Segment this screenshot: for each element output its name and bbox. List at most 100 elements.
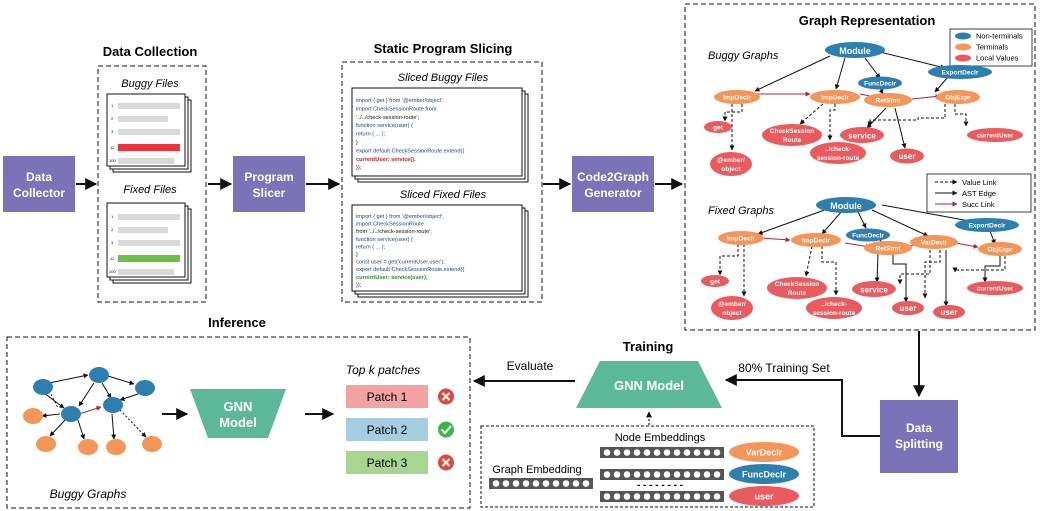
fixed-node-funcdecl <box>846 228 890 242</box>
svg-text:2: 2 <box>111 116 114 121</box>
fixed-node-ret <box>864 241 912 255</box>
buggy-node-checksess <box>810 142 866 164</box>
buggy-node-user <box>890 148 924 164</box>
svg-text:GNN: GNN <box>224 399 253 414</box>
evaluate-label: Evaluate <box>507 359 554 373</box>
embedding-ellipsis: - - - - - - - - <box>637 480 683 491</box>
svg-text:12: 12 <box>110 256 115 261</box>
sliced-buggy-title: Sliced Buggy Files <box>398 72 489 84</box>
patch-item: Patch 2 <box>346 418 454 441</box>
fixed-file-stack: 1 2 3 12 100 <box>106 202 192 284</box>
node-legend: Non-terminals Terminals Local Values <box>949 28 1033 67</box>
svg-text:user: user <box>900 304 917 313</box>
code-line: from '../../check-session-route'; <box>356 229 432 235</box>
svg-text:2: 2 <box>111 227 114 232</box>
code-line: export default CheckSessionRoute.extend(… <box>356 148 464 154</box>
svg-text:ImpDeclr: ImpDeclr <box>723 95 751 102</box>
svg-text:get: get <box>713 125 724 132</box>
svg-text:Slicer: Slicer <box>253 186 286 200</box>
code-line: }); <box>356 282 362 288</box>
buggy-file-stack: 1 2 3 12 100 <box>106 93 192 173</box>
embeddings-frame <box>480 425 815 508</box>
code-line: return { ... }; <box>356 244 386 250</box>
svg-text:../check-: ../check- <box>821 301 847 308</box>
svg-text:@ember/: @ember/ <box>717 157 745 164</box>
svg-text:Local Values: Local Values <box>976 54 1019 63</box>
code-line: '../../check-session-route'; <box>356 115 420 121</box>
svg-text:FuncDeclr: FuncDeclr <box>742 470 787 480</box>
inference-frame <box>6 336 471 509</box>
svg-text:ImpDeclr: ImpDeclr <box>821 95 849 102</box>
fixed-node-var <box>910 235 958 249</box>
code-line: export default CheckSessionRoute.extend(… <box>356 267 464 273</box>
buggy-graph-nodes: Module FuncDeclr ExportDeclr ImpDeclr Im… <box>704 42 1023 176</box>
svg-text:VarDeclr: VarDeclr <box>746 448 783 458</box>
svg-text:Collector: Collector <box>13 186 65 200</box>
fixed-node-imp2 <box>791 233 841 247</box>
patch-label: Patch 1 <box>367 390 408 404</box>
node-embedding-vector <box>600 447 724 458</box>
svg-text:CheckSession: CheckSession <box>775 281 819 288</box>
patch-item: Patch 1 <box>346 385 454 408</box>
static-slicing-frame <box>341 61 543 303</box>
svg-text:ObjExpr: ObjExpr <box>945 95 971 102</box>
svg-text:ObjExpr: ObjExpr <box>987 247 1013 254</box>
sliced-fixed-title: Sliced Fixed Files <box>400 189 487 201</box>
svg-text:CheckSession: CheckSession <box>770 128 814 135</box>
check-icon <box>438 421 454 438</box>
buggy-graph-edges <box>722 51 969 151</box>
data-collector-box: Data Collector <box>3 156 75 212</box>
graph-representation-frame <box>684 3 1036 331</box>
code-line: import { get } from '@ember/object'; <box>356 214 444 220</box>
code-line: import CheckSessionRoute from <box>356 106 437 112</box>
svg-text:ExportDeclr: ExportDeclr <box>969 223 1006 230</box>
svg-text:Route: Route <box>783 137 802 144</box>
code-line: currentUser: service(user), <box>356 275 428 281</box>
svg-text:ExportDeclr: ExportDeclr <box>942 70 979 77</box>
svg-text:1: 1 <box>111 214 114 219</box>
svg-text:session-route: session-route <box>813 310 856 317</box>
svg-text:@ember/: @ember/ <box>718 301 746 308</box>
buggy-node-ember <box>710 152 752 176</box>
svg-text:Module: Module <box>839 46 871 56</box>
svg-text:ImpDeclr: ImpDeclr <box>802 238 830 245</box>
svg-text:GNN Model: GNN Model <box>614 378 684 393</box>
training-set-label: 80% Training Set <box>738 361 830 375</box>
buggy-node-currentuser <box>967 128 1023 142</box>
svg-text:12: 12 <box>110 145 115 150</box>
fixed-node-obj <box>978 242 1022 256</box>
svg-text:user: user <box>941 308 958 317</box>
fixed-node-service <box>852 281 896 297</box>
patch-box <box>346 451 428 474</box>
svg-text:100: 100 <box>109 158 116 163</box>
fixed-node-user-2 <box>933 305 965 319</box>
embedding-node-labels: VarDeclr FuncDeclr user <box>729 442 799 506</box>
svg-text:1: 1 <box>111 103 114 108</box>
gnn-model-training <box>576 361 722 408</box>
svg-text:user: user <box>899 152 916 161</box>
svg-text:object: object <box>722 310 742 317</box>
code2graph-box: Code2Graph Generator <box>572 156 654 212</box>
svg-text:service: service <box>848 132 876 141</box>
svg-text:RetStmt: RetStmt <box>876 98 902 105</box>
title-training: Training <box>623 339 674 354</box>
svg-text:Module: Module <box>830 201 862 211</box>
svg-text:ImpDeclr: ImpDeclr <box>727 236 755 243</box>
code-line: }); <box>356 165 362 171</box>
buggy-graphs-title: Buggy Graphs <box>708 50 779 62</box>
top-k-title: Top k patches <box>346 363 420 377</box>
svg-text:Data: Data <box>906 421 932 435</box>
buggy-node-get <box>704 121 732 133</box>
fixed-node-user-1 <box>892 301 924 315</box>
svg-text:service: service <box>860 286 888 295</box>
buggy-node-module <box>825 42 885 58</box>
svg-text:currentUser: currentUser <box>977 286 1014 293</box>
inference-buggy-graph <box>23 367 162 455</box>
buggy-line <box>118 144 180 151</box>
graph-embedding-label: Graph Embedding <box>492 464 581 476</box>
svg-text:Value Link: Value Link <box>962 178 997 187</box>
fixed-node-ember <box>711 296 753 320</box>
buggy-node-imp1 <box>714 90 760 104</box>
fixed-graphs-title: Fixed Graphs <box>708 205 775 217</box>
